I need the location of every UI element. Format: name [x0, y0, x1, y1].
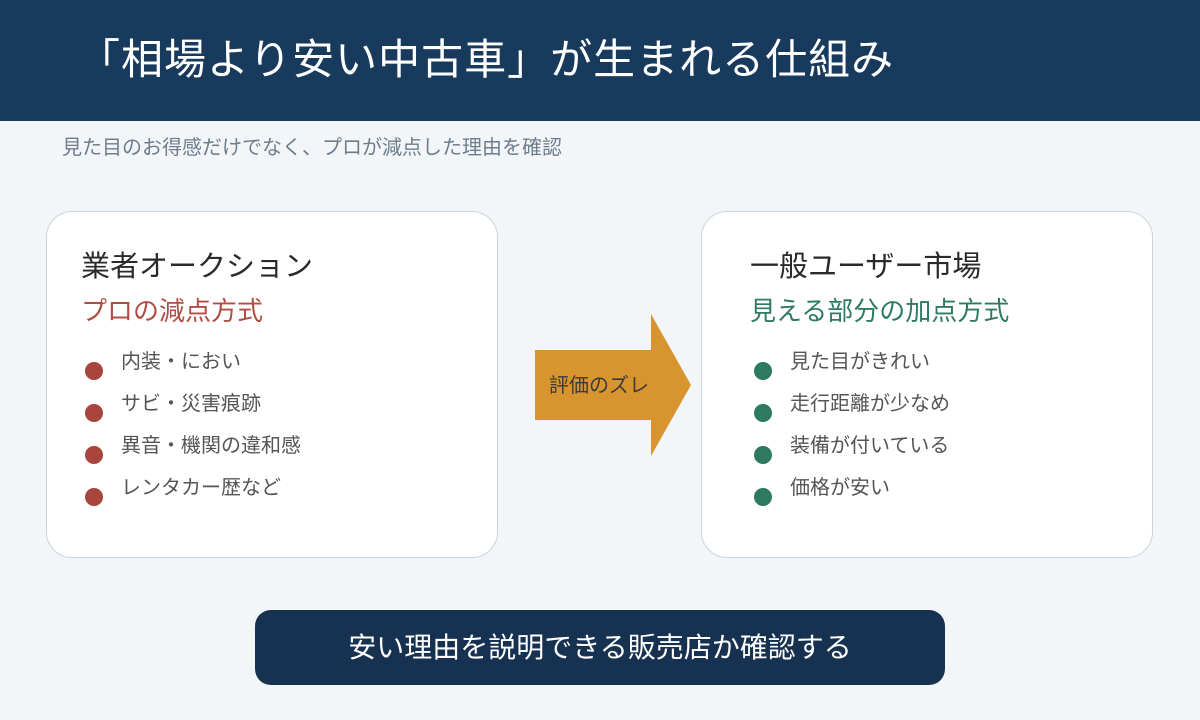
bullet-dot-icon [85, 446, 103, 464]
list-item: レンタカー歴など [85, 472, 301, 514]
list-item: 価格が安い [754, 472, 950, 514]
deduction-list: 内装・におい サビ・災害痕跡 異音・機関の違和感 レンタカー歴など [85, 346, 301, 514]
list-item: 異音・機関の違和感 [85, 430, 301, 472]
list-item-label: サビ・災害痕跡 [121, 391, 261, 415]
list-item-label: 価格が安い [790, 475, 890, 499]
bullet-dot-icon [85, 488, 103, 506]
dealer-auction-title: 業者オークション [81, 249, 314, 283]
list-item-label: 見た目がきれい [790, 349, 930, 373]
list-item-label: 異音・機関の違和感 [121, 433, 301, 457]
list-item: 走行距離が少なめ [754, 388, 950, 430]
list-item: 装備が付いている [754, 430, 950, 472]
bullet-dot-icon [754, 362, 772, 380]
page-subtitle: 見た目のお得感だけでなく、プロが減点した理由を確認 [62, 135, 562, 159]
dealer-auction-panel: 業者オークション プロの減点方式 内装・におい サビ・災害痕跡 異音・機関の違和… [46, 211, 498, 558]
user-market-title: 一般ユーザー市場 [750, 249, 982, 283]
header-banner: 「相場より安い中古車」が生まれる仕組み [0, 0, 1200, 121]
user-market-subtitle: 見える部分の加点方式 [750, 297, 1010, 327]
addition-list: 見た目がきれい 走行距離が少なめ 装備が付いている 価格が安い [754, 346, 950, 514]
list-item: 見た目がきれい [754, 346, 950, 388]
list-item-label: 内装・におい [121, 349, 241, 373]
confirm-dealer-button[interactable]: 安い理由を説明できる販売店か確認する [255, 610, 945, 685]
list-item: サビ・災害痕跡 [85, 388, 301, 430]
page-title: 「相場より安い中古車」が生まれる仕組み [78, 35, 895, 84]
list-item-label: 装備が付いている [790, 433, 950, 457]
arrow-label: 評価のズレ [549, 373, 649, 397]
arrow-shape [535, 314, 691, 456]
list-item-label: 走行距離が少なめ [790, 391, 950, 415]
bullet-dot-icon [754, 404, 772, 422]
user-market-panel: 一般ユーザー市場 見える部分の加点方式 見た目がきれい 走行距離が少なめ 装備が… [701, 211, 1153, 558]
bullet-dot-icon [754, 488, 772, 506]
dealer-auction-subtitle: プロの減点方式 [81, 297, 264, 327]
list-item: 内装・におい [85, 346, 301, 388]
list-item-label: レンタカー歴など [121, 475, 281, 499]
bullet-dot-icon [754, 446, 772, 464]
right-arrow-icon [535, 314, 691, 456]
bullet-dot-icon [85, 362, 103, 380]
bullet-dot-icon [85, 404, 103, 422]
